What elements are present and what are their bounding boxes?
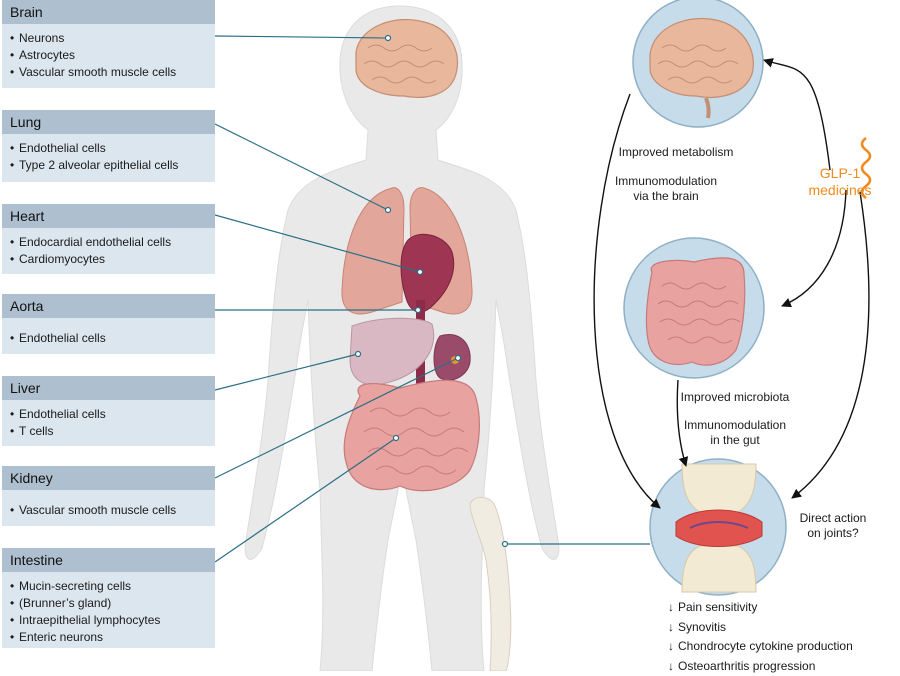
panel-lung: Lung Endothelial cells Type 2 alveolar e… bbox=[2, 110, 215, 182]
panel-kidney: Kidney Vascular smooth muscle cells bbox=[2, 466, 215, 526]
panel-intestine: Intestine Mucin-secreting cells (Brunner… bbox=[2, 548, 215, 648]
panel-heart: Heart Endocardial endothelial cells Card… bbox=[2, 204, 215, 274]
label-line: Immunomodulation bbox=[670, 418, 800, 433]
stomach bbox=[434, 334, 470, 380]
down-arrow-icon: ↓ bbox=[668, 618, 678, 638]
cell-type: Endothelial cells bbox=[10, 330, 215, 347]
outcomes-list: ↓Pain sensitivity ↓Synovitis ↓Chondrocyt… bbox=[668, 598, 853, 676]
cell-type: T cells bbox=[10, 423, 215, 440]
label-line: medicines bbox=[800, 182, 880, 199]
label-line: on joints? bbox=[788, 526, 878, 541]
brain-circle bbox=[633, 0, 763, 127]
down-arrow-icon: ↓ bbox=[668, 598, 678, 618]
outcome-text: Chondrocyte cytokine production bbox=[678, 639, 853, 653]
outcome-item: ↓Chondrocyte cytokine production bbox=[668, 637, 853, 657]
panel-brain: Brain Neurons Astrocytes Vascular smooth… bbox=[2, 0, 215, 88]
label-line: via the brain bbox=[596, 189, 736, 204]
cell-type: Type 2 alveolar epithelial cells bbox=[10, 157, 215, 174]
outcome-text: Osteoarthritis progression bbox=[678, 659, 815, 673]
cell-type: Endothelial cells bbox=[10, 140, 215, 157]
label-direct-action: Direct action on joints? bbox=[788, 511, 878, 541]
outcome-text: Synovitis bbox=[678, 620, 726, 634]
panel-aorta: Aorta Endothelial cells bbox=[2, 294, 215, 354]
cell-type: Endocardial endothelial cells bbox=[10, 234, 215, 251]
outcome-text: Pain sensitivity bbox=[678, 600, 757, 614]
cell-type-continued: (Brunner’s gland) bbox=[10, 595, 215, 612]
panel-title: Aorta bbox=[2, 294, 215, 318]
cell-type: Enteric neurons bbox=[10, 629, 215, 646]
outcome-item: ↓Osteoarthritis progression bbox=[668, 657, 853, 676]
label-immunomodulation-gut: Immunomodulation in the gut bbox=[670, 418, 800, 448]
cell-type: Vascular smooth muscle cells bbox=[10, 502, 215, 519]
panel-title: Heart bbox=[2, 204, 215, 228]
down-arrow-icon: ↓ bbox=[668, 657, 678, 676]
label-immunomodulation-brain: Immunomodulation via the brain bbox=[596, 174, 736, 204]
panel-liver: Liver Endothelial cells T cells bbox=[2, 376, 215, 446]
label-glp1-medicines: GLP-1 medicines bbox=[800, 165, 880, 199]
panel-title: Lung bbox=[2, 110, 215, 134]
joint-circle bbox=[650, 459, 786, 595]
label-line: in the gut bbox=[670, 433, 800, 448]
label-line: Improved microbiota bbox=[681, 390, 790, 404]
cell-type: Endothelial cells bbox=[10, 406, 215, 423]
body-brain bbox=[356, 20, 458, 98]
cell-type: Neurons bbox=[10, 30, 215, 47]
panel-title: Kidney bbox=[2, 466, 215, 490]
cell-type: Cardiomyocytes bbox=[10, 251, 215, 268]
cell-type: Vascular smooth muscle cells bbox=[10, 64, 215, 81]
label-improved-microbiota: Improved microbiota bbox=[670, 390, 800, 405]
label-improved-metabolism: Improved metabolism bbox=[606, 145, 746, 160]
cell-type: Astrocytes bbox=[10, 47, 215, 64]
label-line: Immunomodulation bbox=[596, 174, 736, 189]
gut-circle bbox=[624, 238, 764, 378]
label-line: GLP-1 bbox=[800, 165, 880, 182]
label-line: Improved metabolism bbox=[619, 145, 734, 159]
cell-type: Intraepithelial lymphocytes bbox=[10, 612, 215, 629]
panel-title: Intestine bbox=[2, 548, 215, 572]
panel-title: Brain bbox=[2, 0, 215, 24]
label-line: Direct action bbox=[788, 511, 878, 526]
cell-type: Mucin-secreting cells bbox=[10, 578, 215, 595]
down-arrow-icon: ↓ bbox=[668, 637, 678, 657]
panel-title: Liver bbox=[2, 376, 215, 400]
intestines bbox=[344, 380, 479, 491]
outcome-item: ↓Pain sensitivity bbox=[668, 598, 853, 618]
outcome-item: ↓Synovitis bbox=[668, 618, 853, 638]
